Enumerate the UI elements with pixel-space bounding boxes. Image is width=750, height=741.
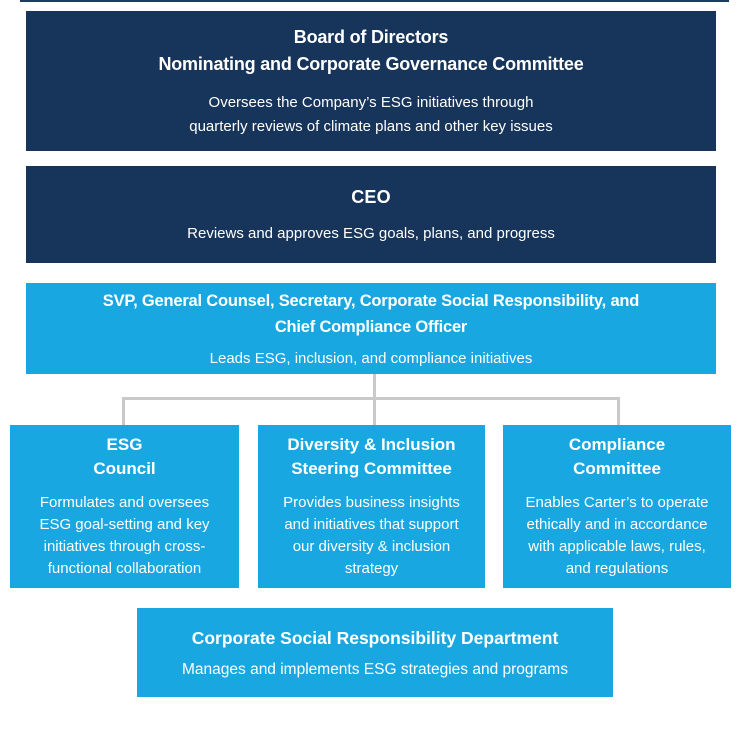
- connector-horizontal: [122, 397, 620, 400]
- esg-council-title: ESG Council: [93, 435, 156, 478]
- csr-department-box: Corporate Social Responsibility Departme…: [137, 608, 613, 697]
- esg-council-box: ESG Council Formulates and oversees ESG …: [10, 425, 239, 588]
- svp-general-counsel-description: Leads ESG, inclusion, and compliance ini…: [209, 350, 533, 367]
- diversity-inclusion-committee-description: Provides business insights and initiativ…: [283, 494, 460, 577]
- ceo-title: CEO: [351, 186, 391, 207]
- connector-vertical-left: [122, 399, 125, 425]
- ceo-description: Reviews and approves ESG goals, plans, a…: [187, 224, 555, 242]
- svp-general-counsel-title: SVP, General Counsel, Secretary, Corpora…: [102, 292, 640, 336]
- csr-department-description: Manages and implements ESG strategies an…: [182, 660, 568, 678]
- compliance-committee-title: Compliance Committee: [568, 435, 666, 478]
- connector-vertical-right: [617, 399, 620, 425]
- board-of-directors-title: Board of Directors Nominating and Corpor…: [158, 26, 584, 74]
- compliance-committee-description: Enables Carter’s to operate ethically an…: [525, 494, 709, 577]
- compliance-committee-box: Compliance Committee Enables Carter’s to…: [503, 425, 731, 588]
- svp-general-counsel-box: SVP, General Counsel, Secretary, Corpora…: [26, 283, 716, 374]
- board-of-directors-box: Board of Directors Nominating and Corpor…: [26, 11, 716, 151]
- diversity-inclusion-committee-title: Diversity & Inclusion Steering Committee: [287, 435, 456, 478]
- csr-department-title: Corporate Social Responsibility Departme…: [191, 627, 559, 648]
- ceo-box: CEO Reviews and approves ESG goals, plan…: [26, 166, 716, 263]
- diversity-inclusion-committee-box: Diversity & Inclusion Steering Committee…: [258, 425, 485, 588]
- esg-council-description: Formulates and oversees ESG goal-setting…: [39, 494, 210, 577]
- board-of-directors-description: Oversees the Company’s ESG initiatives t…: [189, 93, 553, 135]
- top-crop-line: [20, 0, 729, 2]
